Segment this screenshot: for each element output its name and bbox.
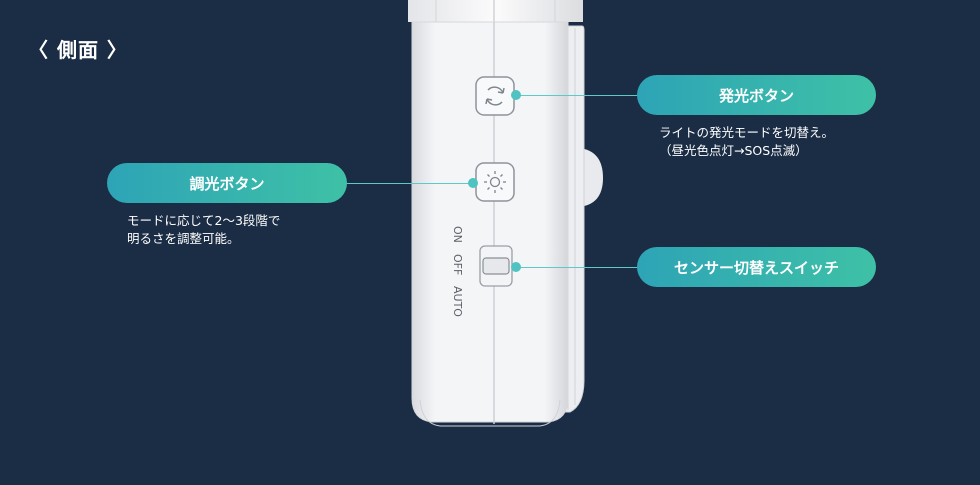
- device-body: [411, 21, 569, 423]
- light-button-label: 発光ボタン: [718, 86, 794, 105]
- dimmer-button-description: モードに応じて2～3段階で 明るさを調整可能。: [127, 213, 281, 246]
- device-head: [408, 0, 583, 22]
- sensor-switch-callout: センサー切替えスイッチ: [637, 247, 876, 287]
- connector-dot-light: [511, 90, 521, 100]
- sensor-switch-label: センサー切替えスイッチ: [673, 258, 839, 277]
- connector-dot-sensor: [511, 262, 521, 272]
- switch-label-off: OFF: [451, 254, 464, 275]
- light-button-shape: [475, 76, 515, 116]
- connector-light: [515, 95, 640, 96]
- switch-label-auto: AUTO: [451, 286, 464, 317]
- dimmer-button-label: 調光ボタン: [189, 174, 265, 193]
- connector-dot-dimmer: [468, 178, 478, 188]
- sensor-switch-shape: [479, 245, 513, 287]
- switch-label-on: ON: [451, 226, 464, 243]
- light-button-description: ライトの発光モードを切替え。 （昼光色点灯→SOS点滅）: [659, 125, 835, 158]
- connector-sensor: [515, 267, 640, 268]
- connector-dimmer: [345, 183, 473, 184]
- page-heading: 〈 側面 〉: [28, 38, 128, 62]
- dimmer-button-callout: 調光ボタン: [107, 163, 347, 203]
- light-button-callout: 発光ボタン: [637, 75, 876, 115]
- dimmer-button-shape: [475, 162, 515, 202]
